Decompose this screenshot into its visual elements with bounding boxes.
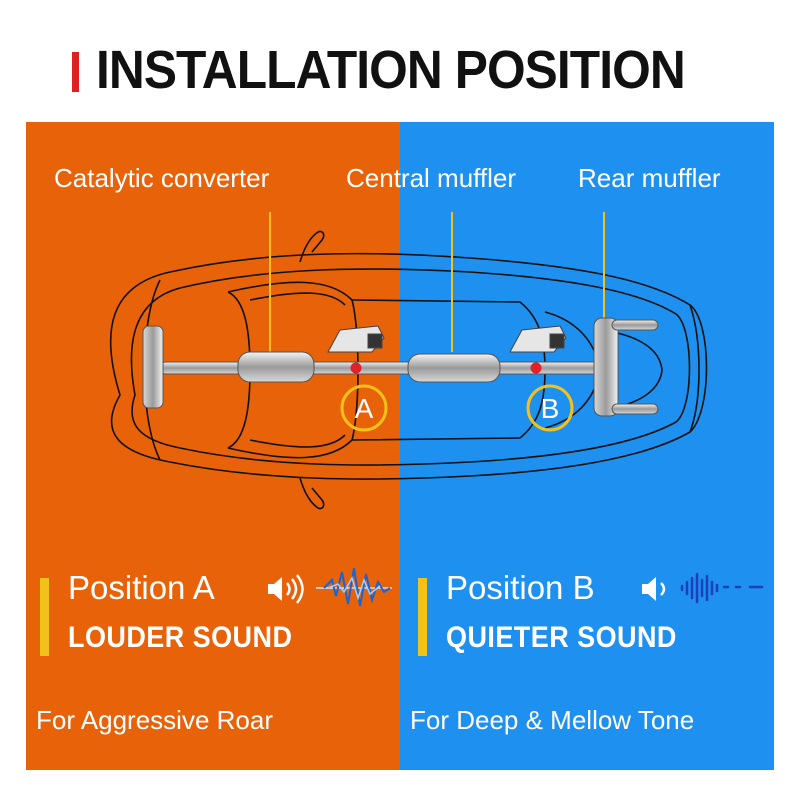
exhaust-system <box>142 317 659 417</box>
position-b-sound-label: QUIETER SOUND <box>446 621 677 654</box>
position-a-sound-label: LOUDER SOUND <box>68 621 293 654</box>
front-pipe <box>142 325 164 409</box>
marker-circle-a <box>340 384 388 432</box>
title-accent-bar <box>72 52 79 92</box>
marker-label-a: A <box>355 393 374 424</box>
marker-dot-b <box>530 362 542 374</box>
position-a-accent-bar <box>40 578 49 656</box>
marker-circle-b <box>526 384 574 432</box>
valve-device-b <box>509 325 567 353</box>
position-b-description: For Deep & Mellow Tone <box>410 705 695 735</box>
speaker-quiet-icon <box>642 577 666 601</box>
position-b-panel <box>400 122 774 770</box>
position-a-title: Position A <box>68 569 215 606</box>
position-a-panel <box>26 122 400 770</box>
sound-wave-soft-icon <box>680 572 764 604</box>
marker-label-b: B <box>541 393 560 424</box>
speaker-loud-icon <box>268 574 304 604</box>
page-title: INSTALLATION POSITION <box>96 40 686 100</box>
label-catalytic-converter: Catalytic converter <box>54 163 270 193</box>
label-central-muffler: Central muffler <box>346 163 517 193</box>
position-b-accent-bar <box>418 578 427 656</box>
valve-device-a <box>327 325 385 353</box>
sound-wave-burst-icon <box>316 567 392 607</box>
rear-muffler <box>593 317 619 417</box>
label-rear-muffler: Rear muffler <box>578 163 721 193</box>
position-a-description: For Aggressive Roar <box>36 705 273 735</box>
marker-dot-a <box>350 362 362 374</box>
position-b-title: Position B <box>446 569 595 606</box>
catalytic-converter <box>237 351 315 383</box>
central-muffler <box>407 353 501 383</box>
